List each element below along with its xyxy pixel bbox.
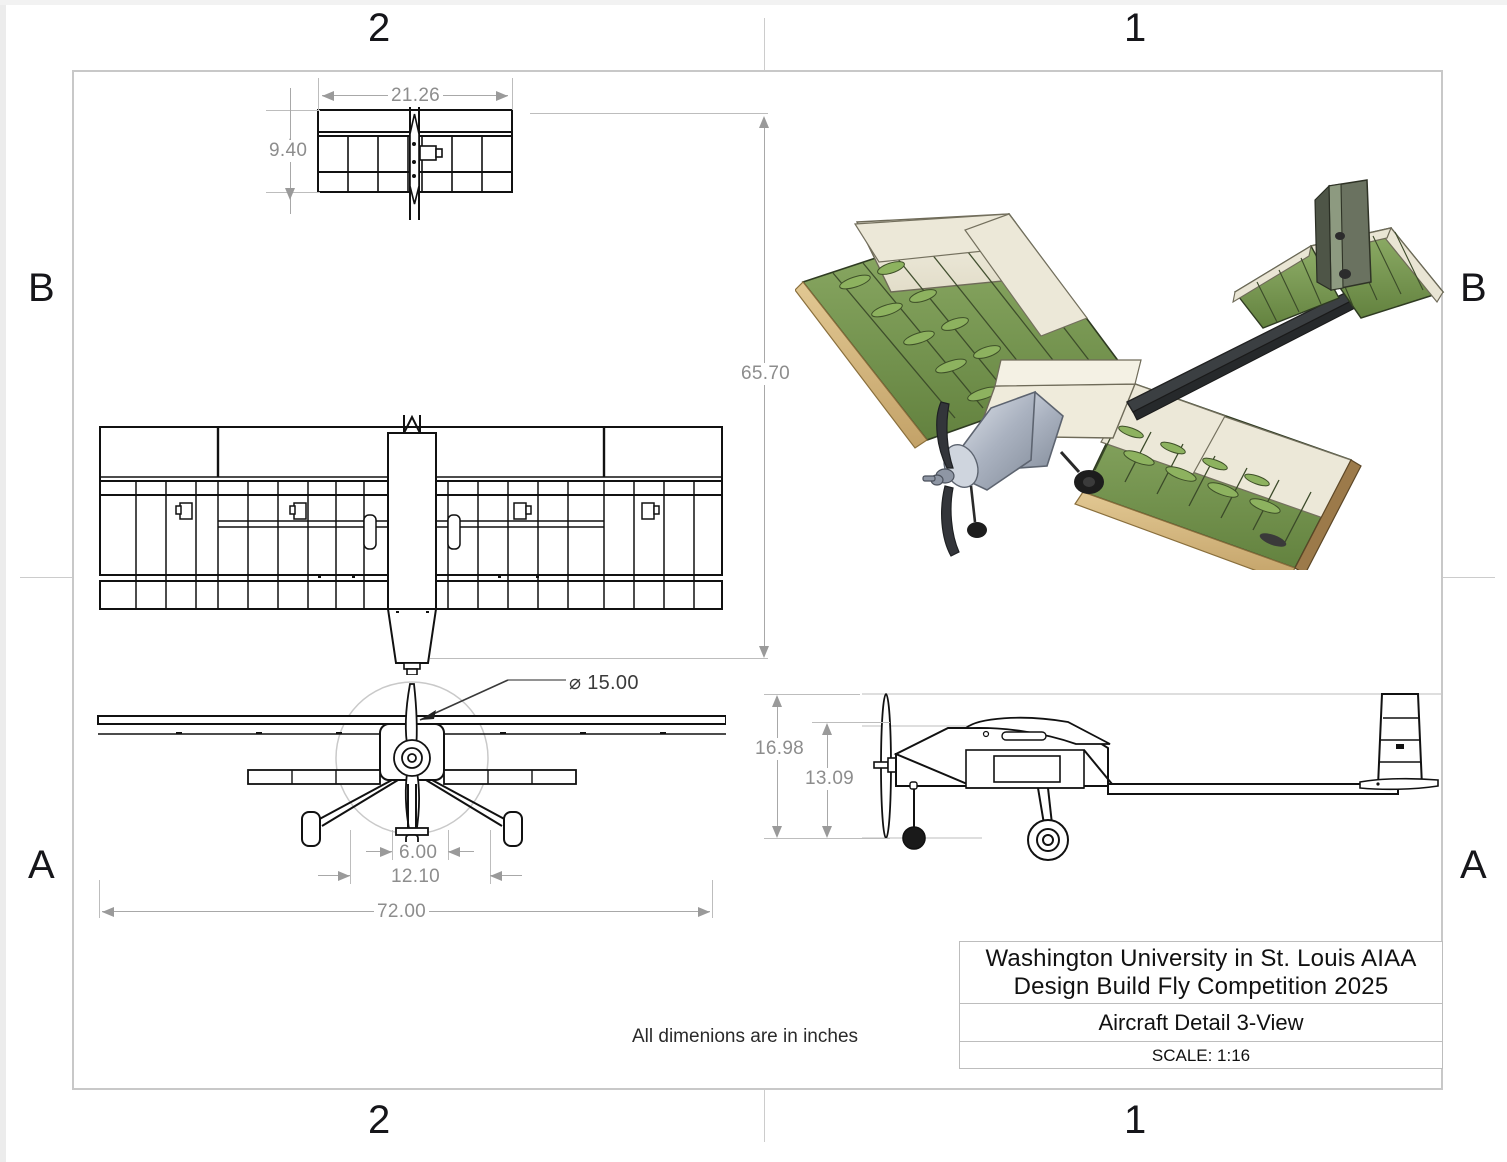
isometric-render-aircraft (795, 170, 1455, 570)
zone-label-left-a: A (28, 843, 55, 887)
ext-line-tail-chord-top (266, 110, 320, 111)
organization-line-1: Washington University in St. Louis AIAA (985, 944, 1417, 972)
dim-tail-chord: 9.40 (266, 140, 311, 162)
ext-line-h1698-top (764, 694, 860, 695)
arrow-length-up (759, 116, 769, 128)
dim-line-track6-left (366, 851, 392, 852)
zone-tick-right (1443, 577, 1495, 578)
arrow-track6-right (448, 847, 460, 857)
ext-line-h1309-bottom (812, 838, 890, 839)
sheet-edge-top (0, 0, 1507, 5)
arrow-span-right (698, 907, 710, 917)
ext-line-track6-left (392, 830, 393, 860)
ext-line-span-right (712, 880, 713, 918)
arrow-span-left (102, 907, 114, 917)
zone-label-top-1: 1 (1124, 6, 1147, 50)
arrow-track6-left (380, 847, 392, 857)
arrow-h1309-up (822, 723, 832, 735)
ext-line-tail-span-right (512, 78, 513, 110)
ext-line-length-bottom (430, 658, 768, 659)
ext-line-h1309-top (812, 722, 890, 723)
units-note: All dimenions are in inches (632, 1026, 859, 1047)
top-view-aircraft (96, 415, 726, 675)
dim-overall-length: 65.70 (738, 363, 794, 385)
front-view-aircraft (96, 680, 726, 850)
dim-prop-clearance-height: 13.09 (802, 768, 858, 790)
ext-line-track6-right (448, 830, 449, 860)
organization-line-2: Design Build Fly Competition 2025 (1013, 972, 1389, 1000)
ext-line-track12-left (350, 830, 351, 884)
zone-label-right-b: B (1460, 266, 1487, 310)
zone-label-right-a: A (1460, 843, 1487, 887)
zone-tick-top (764, 18, 765, 70)
dim-line-track12-right (490, 875, 522, 876)
title-block-scale: SCALE: 1:16 (1151, 1045, 1251, 1065)
dim-wing-span: 72.00 (374, 901, 430, 923)
dim-main-gear-track: 6.00 (396, 842, 441, 864)
sheet-edge-left (0, 0, 6, 1162)
dim-overall-height: 16.98 (752, 738, 808, 760)
title-block-drawing-title: Aircraft Detail 3-View (960, 1004, 1442, 1042)
arrow-length-down (759, 646, 769, 658)
arrow-h1698-down (772, 826, 782, 838)
ext-line-track12-right (490, 830, 491, 884)
arrow-h1309-down (822, 826, 832, 838)
arrow-h1698-up (772, 695, 782, 707)
prop-diameter-leader (419, 679, 572, 721)
zone-tick-left (20, 577, 72, 578)
side-view-aircraft (862, 682, 1442, 862)
arrow-tail-span-left (322, 91, 334, 101)
dim-line-track6-right (448, 851, 474, 852)
title-block-organization: Washington University in St. Louis AIAA … (960, 942, 1442, 1004)
zone-label-bottom-2: 2 (368, 1098, 391, 1142)
zone-label-left-b: B (28, 266, 55, 310)
dim-prop-diameter: ⌀ 15.00 (566, 670, 642, 695)
dim-line-length (764, 118, 765, 653)
zone-label-top-2: 2 (368, 6, 391, 50)
zone-label-bottom-1: 1 (1124, 1098, 1147, 1142)
title-block: Washington University in St. Louis AIAA … (959, 941, 1443, 1069)
zone-tick-bottom (764, 1090, 765, 1142)
dim-line-track12-left (318, 875, 350, 876)
dim-gear-track-outer: 12.10 (388, 866, 444, 888)
ext-line-length-top (530, 113, 768, 114)
arrow-tail-span-right (496, 91, 508, 101)
arrow-track12-right (490, 871, 502, 881)
ext-line-tail-span-left (318, 78, 319, 110)
tail-top-view (300, 100, 530, 220)
arrow-tail-chord-down (285, 188, 295, 200)
drawing-frame (72, 70, 1443, 1090)
ext-line-span-left (99, 880, 100, 918)
dim-line-h1698 (777, 697, 778, 835)
arrow-track12-left (338, 871, 350, 881)
dim-tail-span: 21.26 (388, 85, 444, 107)
